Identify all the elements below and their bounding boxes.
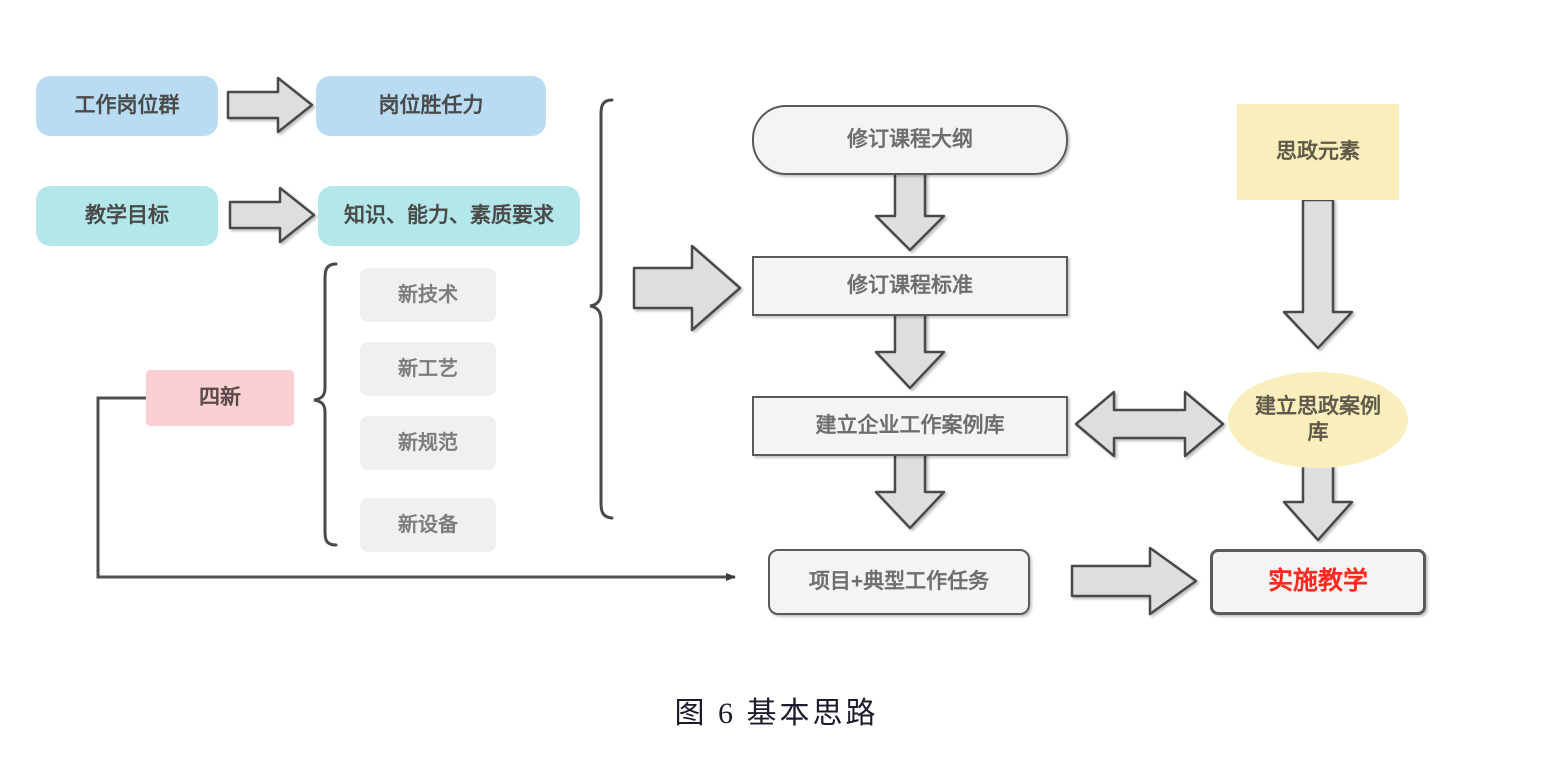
- brace-four-new-icon: [313, 262, 338, 547]
- arrow-inputs-to-process-icon: [632, 244, 742, 332]
- node-implement-teaching[interactable]: 实施教学: [1210, 549, 1426, 615]
- arrow-step3-step4-icon: [874, 451, 946, 530]
- node-revise-syllabus[interactable]: 修订课程大纲: [752, 105, 1068, 175]
- arrow-step2-step3-icon: [874, 311, 946, 390]
- node-enterprise-case-library[interactable]: 建立企业工作案例库: [752, 396, 1068, 456]
- arrow-case-exchange-icon: [1074, 390, 1225, 458]
- chip-new-standard[interactable]: 新规范: [360, 416, 496, 470]
- feedback-line: [96, 396, 736, 581]
- node-four-new[interactable]: 四新: [146, 370, 294, 426]
- arrow-step1-step2-icon: [874, 170, 946, 252]
- node-knowledge-ability-quality[interactable]: 知识、能力、素质要求: [318, 186, 580, 246]
- figure-caption: 图 6 基本思路: [674, 697, 879, 730]
- node-ideology-element[interactable]: 思政元素: [1237, 104, 1399, 200]
- node-ideology-case-library[interactable]: 建立思政案例库: [1228, 372, 1408, 468]
- brace-inputs-icon: [589, 98, 614, 520]
- chip-new-process[interactable]: 新工艺: [360, 342, 496, 396]
- chip-new-technology[interactable]: 新技术: [360, 268, 496, 322]
- arrow-row1-icon: [226, 76, 314, 134]
- arrow-row2-icon: [228, 186, 316, 244]
- node-revise-course-standard[interactable]: 修订课程标准: [752, 256, 1068, 316]
- node-teaching-goal[interactable]: 教学目标: [36, 186, 218, 246]
- node-project-typical-task[interactable]: 项目+典型工作任务: [768, 549, 1030, 615]
- arrow-task-to-outcome-icon: [1070, 546, 1198, 616]
- arrow-case-to-outcome-icon: [1282, 464, 1354, 542]
- arrow-ideology-down-icon: [1282, 198, 1354, 350]
- node-work-position-group[interactable]: 工作岗位群: [36, 76, 218, 136]
- chip-new-equipment[interactable]: 新设备: [360, 498, 496, 552]
- node-position-competency[interactable]: 岗位胜任力: [316, 76, 546, 136]
